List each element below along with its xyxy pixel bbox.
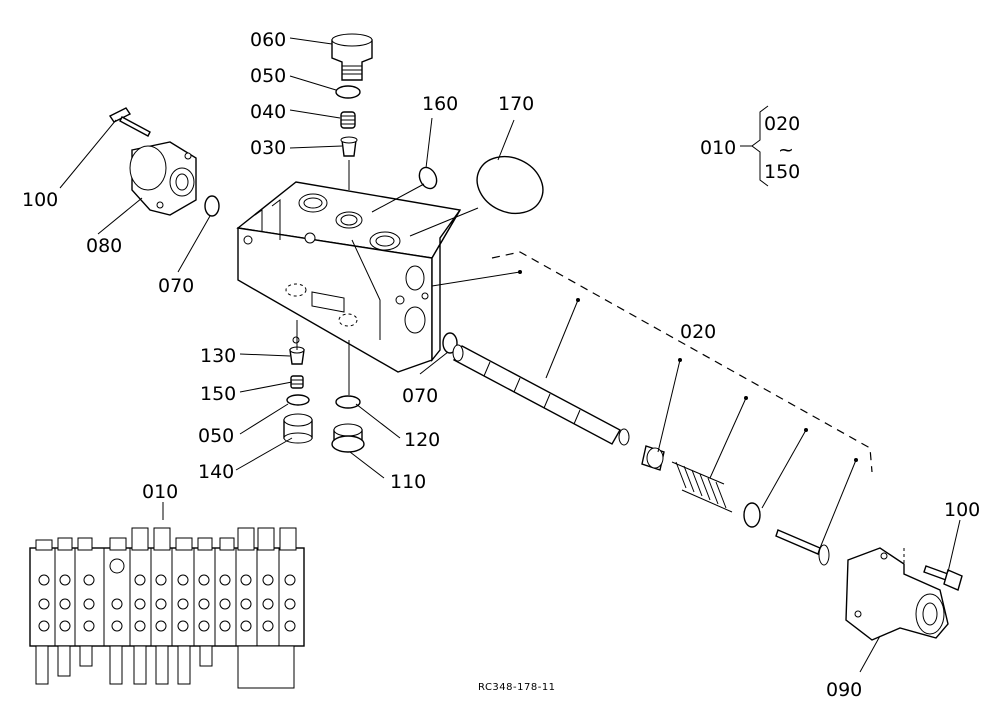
label-kit-range-end: 150 xyxy=(764,161,800,183)
leader-dots xyxy=(518,270,858,462)
label-kit-010: 010 xyxy=(700,137,736,159)
poppet-030 xyxy=(340,136,358,157)
label-140: 140 xyxy=(198,461,234,483)
label-assembly-010: 010 xyxy=(142,481,178,503)
valve-body xyxy=(236,181,462,373)
plug-140 xyxy=(283,413,313,444)
plug-060 xyxy=(331,33,373,81)
label-kit-tilde: ~ xyxy=(778,139,794,161)
label-020: 020 xyxy=(680,321,716,343)
cover-090 xyxy=(845,547,949,641)
label-050-top: 050 xyxy=(250,65,286,87)
o-ring-050-bottom xyxy=(286,394,310,406)
label-130: 130 xyxy=(200,345,236,367)
label-100-left: 100 xyxy=(22,189,58,211)
o-ring-070-mid xyxy=(442,332,458,354)
spring-seat xyxy=(641,445,665,471)
label-070-left: 070 xyxy=(158,275,194,297)
bolt-100-left xyxy=(108,107,151,137)
label-050-bottom: 050 xyxy=(198,425,234,447)
spring-040 xyxy=(340,111,356,129)
label-170: 170 xyxy=(498,93,534,115)
label-100-right: 100 xyxy=(944,499,980,521)
label-160: 160 xyxy=(422,93,458,115)
bolt-100-right xyxy=(923,565,963,591)
label-150: 150 xyxy=(200,383,236,405)
spool xyxy=(452,344,630,446)
cover-080 xyxy=(129,141,197,216)
label-070-mid: 070 xyxy=(402,385,438,407)
label-040: 040 xyxy=(250,101,286,123)
o-ring-050-top xyxy=(335,85,361,99)
spool-spring xyxy=(671,461,733,513)
label-110: 110 xyxy=(390,471,426,493)
spring-seat-washer xyxy=(743,502,761,528)
label-060: 060 xyxy=(250,29,286,51)
o-ring-160 xyxy=(418,166,438,190)
o-ring-070-left xyxy=(204,195,220,217)
drawing-code: RC348-178-11 xyxy=(478,682,556,693)
stopper-bolt xyxy=(775,529,830,566)
label-080: 080 xyxy=(86,235,122,257)
leader-lines xyxy=(59,37,961,673)
assembly-overview xyxy=(29,502,305,689)
plug-110 xyxy=(331,423,365,453)
kit-bracket xyxy=(740,105,769,187)
label-090: 090 xyxy=(826,679,862,701)
label-030: 030 xyxy=(250,137,286,159)
o-ring-120 xyxy=(335,395,361,409)
spring-150 xyxy=(290,375,304,389)
label-120: 120 xyxy=(404,429,440,451)
o-ring-170 xyxy=(476,155,544,215)
label-kit-range-start: 020 xyxy=(764,113,800,135)
